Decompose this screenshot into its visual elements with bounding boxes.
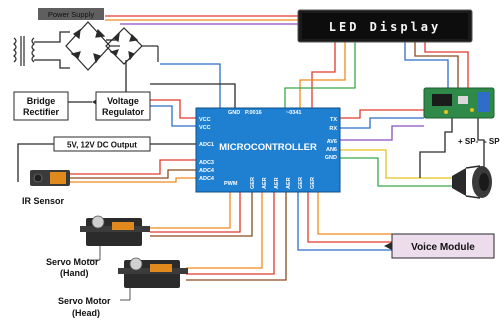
- wire-led-1: [311, 42, 336, 108]
- pin-adc1: ADC1: [199, 142, 214, 148]
- voice-module-label: Voice Module: [411, 242, 475, 253]
- servo-hand-caption: Servo Motor (Hand): [46, 246, 101, 278]
- wire-tr-1: [34, 31, 70, 43]
- pin-gnd-top: GND: [228, 110, 240, 116]
- pin-adc4-b: ADC4: [199, 176, 215, 182]
- wire-led-3: [284, 42, 356, 108]
- wire-servo-head-1: [186, 192, 263, 269]
- wire-servo-head-2: [186, 192, 275, 275]
- pin-b4: AER: [286, 177, 292, 189]
- wire-led-2: [299, 42, 346, 108]
- sp-minus-label: - SP: [484, 137, 500, 146]
- voltage-regulator-box: Voltage Regulator: [92, 91, 151, 121]
- pcb-module-icon: [423, 87, 495, 119]
- wire-reg-mcu-2: [150, 105, 196, 127]
- wire-ir-1: [70, 159, 196, 175]
- wire-ir-3: [70, 177, 196, 183]
- servo-head-label-1: Servo Motor: [58, 296, 111, 306]
- wire-tr-2: [34, 59, 70, 69]
- ir-sensor-icon: [30, 170, 70, 186]
- pin-0341: ~0341: [286, 110, 301, 116]
- servo-hand-label-2: (Hand): [60, 268, 89, 278]
- pin-adc4-a: ADC4: [199, 168, 215, 174]
- servo-motor-head-icon: [118, 257, 188, 288]
- servo-head-caption: Servo Motor (Head): [58, 288, 131, 318]
- voltage-regulator-label-1: Voltage: [107, 96, 139, 106]
- pin-b5: GER: [298, 177, 304, 189]
- wire-reg-mcu-4: [150, 83, 236, 108]
- power-supply-label: Power Supply: [48, 10, 95, 19]
- sp-plus-label: + SP-: [458, 137, 479, 146]
- pin-b2: AER: [262, 177, 268, 189]
- pin-b3: AER: [274, 177, 280, 189]
- bridge-rectifier-label-2: Rectifier: [23, 107, 60, 117]
- wire-spk-2: [340, 157, 452, 187]
- pin-b6: GER: [310, 177, 316, 189]
- wire-sp-minus: [477, 118, 485, 186]
- wire-tx: [340, 109, 424, 119]
- led-display-text: LED Display: [329, 20, 441, 34]
- wire-led-5: [414, 42, 459, 88]
- pin-tx: TX: [330, 117, 337, 123]
- pin-b1: GER: [250, 177, 256, 189]
- bridge-rectifier-icon: [65, 21, 120, 71]
- ir-sensor-label: IR Sensor: [22, 196, 65, 206]
- wire-voice-2: [307, 192, 392, 243]
- bridge-rectifier-2-icon: [105, 27, 159, 65]
- servo-head-label-2: (Head): [72, 308, 100, 318]
- pin-vcc-1: VCC: [199, 117, 211, 123]
- pin-rx: RX: [329, 126, 337, 132]
- pin-adc3: ADC3: [199, 160, 214, 166]
- dc-output-box: 5V, 12V DC Output: [53, 136, 151, 152]
- wire-rx: [340, 117, 424, 129]
- wire-servo-head-3: [186, 192, 287, 281]
- pin-vcc-2: VCC: [199, 125, 211, 131]
- transformer-icon: [13, 36, 35, 66]
- wire-voice-1: [297, 192, 392, 251]
- pin-an6: AN6: [326, 147, 337, 153]
- power-supply-banner: Power Supply: [38, 8, 104, 20]
- speaker-icon: [452, 165, 492, 199]
- pin-gnd-right: GND: [325, 155, 337, 161]
- wire-voice-3: [317, 192, 392, 235]
- wire-servo-hand-2: [150, 192, 241, 233]
- bridge-rectifier-label-1: Bridge: [27, 96, 56, 106]
- voltage-regulator-label-2: Regulator: [102, 107, 145, 117]
- wire-pcb-1: [340, 125, 424, 141]
- pin-av6: AV6: [327, 139, 337, 145]
- servo-motor-hand-icon: [80, 215, 150, 246]
- wire-led-6: [424, 42, 469, 88]
- wire-servo-hand-3: [150, 192, 253, 237]
- wires: [17, 15, 485, 281]
- microcontroller-title: MICROCONTROLLER: [219, 142, 317, 153]
- servo-hand-label-1: Servo Motor: [46, 257, 99, 267]
- wire-dc-out: [17, 143, 54, 182]
- pin-p0016: P.0016: [245, 110, 262, 116]
- wire-servo-hand-1: [150, 192, 231, 229]
- led-display-icon: LED Display: [297, 9, 473, 43]
- wire-ir-2: [70, 169, 196, 179]
- voice-module-box: Voice Module: [384, 233, 495, 259]
- bridge-rectifier-box: Bridge Rectifier: [13, 91, 69, 121]
- wire-reg-mcu-3: [160, 63, 221, 108]
- wire-led-4: [404, 42, 449, 88]
- pin-pwm: PWM: [224, 181, 238, 187]
- wire-reg-mcu-1: [150, 99, 196, 119]
- microcontroller: MICROCONTROLLER VCC VCC ADC1 ADC3 ADC4 A…: [195, 107, 341, 193]
- wire-spk-1: [340, 149, 452, 179]
- dc-output-label: 5V, 12V DC Output: [67, 141, 137, 150]
- wire-sp-plus: [419, 118, 453, 178]
